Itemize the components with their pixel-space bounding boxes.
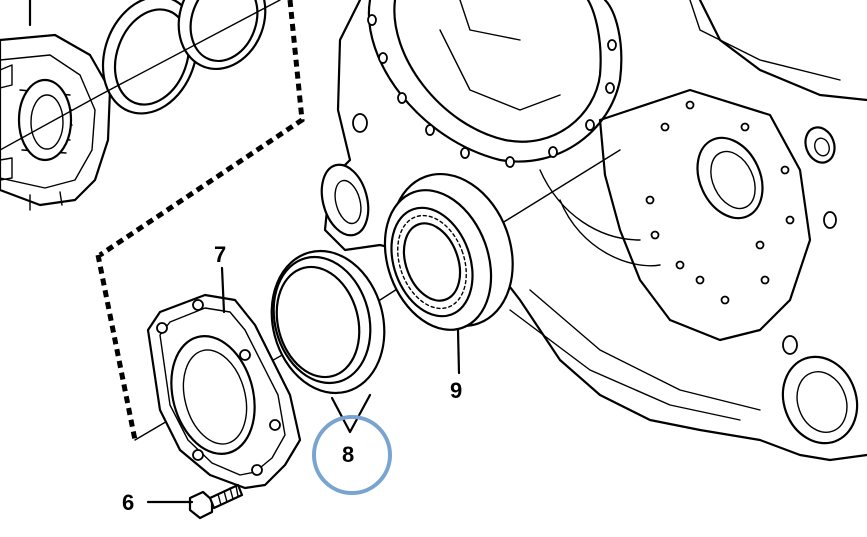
seal-cover-plate-7 bbox=[146, 293, 302, 490]
seal-rings-8 bbox=[270, 249, 386, 395]
leader-8 bbox=[330, 393, 372, 434]
tapered-roller-bearing-9 bbox=[383, 172, 514, 331]
flange-bolt-holes bbox=[367, 14, 617, 168]
callout-9: 9 bbox=[450, 378, 462, 403]
leader-9 bbox=[456, 328, 461, 375]
callout-8: 8 bbox=[342, 442, 354, 467]
seal-ring-upper-1 bbox=[101, 0, 199, 115]
bolt-6 bbox=[188, 483, 244, 520]
callout-7: 7 bbox=[214, 242, 226, 267]
seal-ring-upper-2 bbox=[177, 0, 267, 71]
cover-plate-holes bbox=[645, 100, 795, 305]
leader-7 bbox=[220, 266, 226, 314]
output-coupling-assembly bbox=[0, 0, 112, 211]
bracket-upper bbox=[98, 0, 305, 258]
highlight-circle-callout-8 bbox=[312, 415, 392, 495]
transmission-housing bbox=[320, 0, 867, 462]
bracket-lower bbox=[95, 254, 138, 441]
callout-6: 6 bbox=[122, 490, 134, 515]
assembly-axis-upper bbox=[0, 0, 281, 151]
